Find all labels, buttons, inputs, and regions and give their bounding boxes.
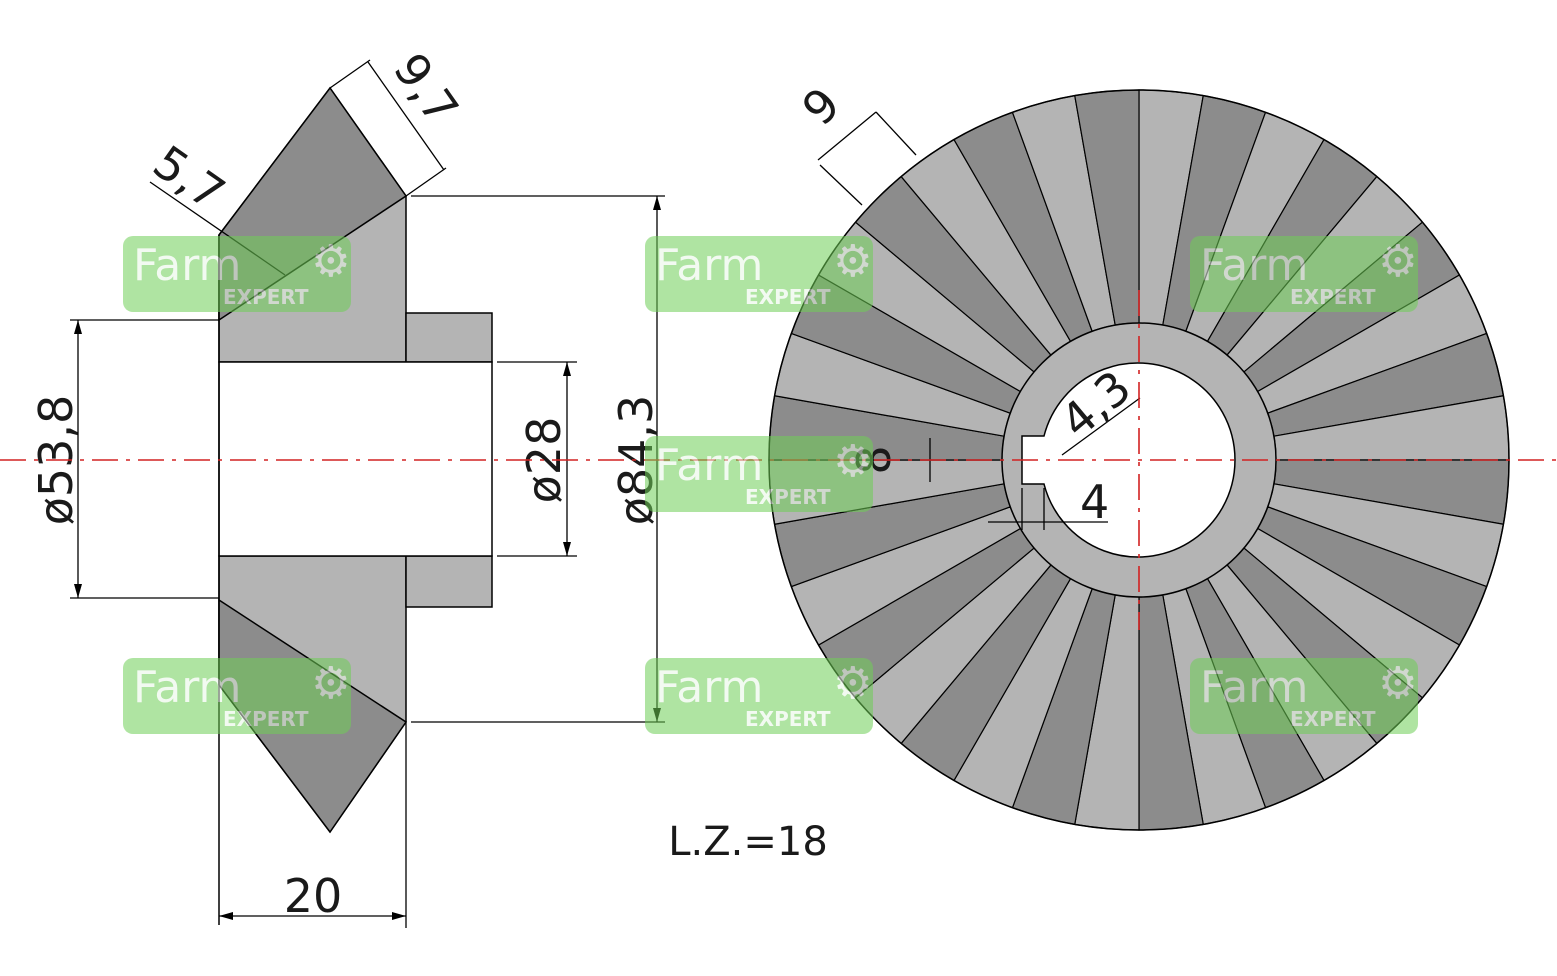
upper-hub — [405, 312, 493, 363]
watermark-expert-text: EXPERT — [745, 285, 831, 309]
watermark-expert-text: EXPERT — [223, 707, 309, 731]
watermark-farm-text: Farm — [655, 240, 763, 291]
watermark-gear-icon: ⚙ — [311, 658, 350, 709]
dim-width: 20 — [284, 869, 343, 923]
watermark-gear-icon: ⚙ — [833, 236, 872, 287]
watermark-expert-text: EXPERT — [1290, 707, 1376, 731]
watermark-farm-text: Farm — [133, 662, 241, 713]
watermark-gear-icon: ⚙ — [1378, 236, 1417, 287]
side-section-view — [218, 86, 493, 925]
watermark-farm-text: Farm — [1200, 662, 1308, 713]
watermark-farm-text: Farm — [655, 662, 763, 713]
watermarks: FarmEXPERT⚙FarmEXPERT⚙FarmEXPERT⚙FarmEXP… — [123, 236, 1418, 734]
watermark-expert-text: EXPERT — [223, 285, 309, 309]
centerlines — [0, 290, 1557, 630]
watermark-gear-icon: ⚙ — [833, 436, 872, 487]
dim-tooth-face: 9,7 — [383, 43, 469, 134]
teeth-count-note: L.Z.=18 — [668, 819, 828, 865]
watermark-gear-icon: ⚙ — [833, 658, 872, 709]
watermark-expert-text: EXPERT — [745, 707, 831, 731]
dim-key-offset: 4 — [1080, 475, 1109, 529]
bore — [218, 361, 493, 557]
watermark-farm-text: Farm — [133, 240, 241, 291]
watermark-gear-icon: ⚙ — [1378, 658, 1417, 709]
dim-tooth-pitch: 9 — [792, 77, 851, 136]
watermark-farm-text: Farm — [655, 440, 763, 491]
watermark-farm-text: Farm — [1200, 240, 1308, 291]
watermark-expert-text: EXPERT — [745, 485, 831, 509]
watermark-gear-icon: ⚙ — [311, 236, 350, 287]
watermark-expert-text: EXPERT — [1290, 285, 1376, 309]
dim-chamfer: 5,7 — [144, 135, 235, 221]
lower-hub — [405, 555, 493, 608]
